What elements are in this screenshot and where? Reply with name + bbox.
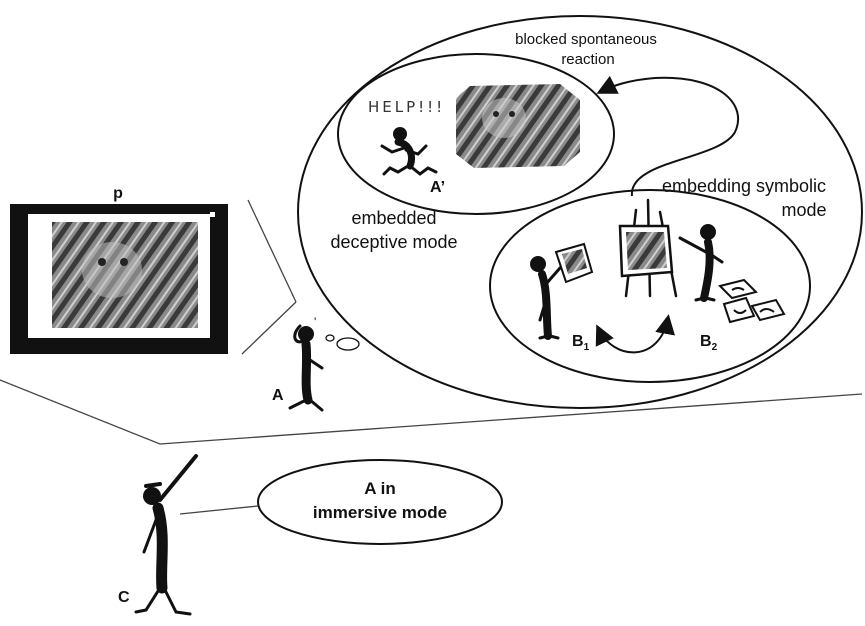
thought-mark: '	[314, 315, 316, 329]
thought-bubble-icon	[336, 337, 360, 351]
label-immersive-line1: A in	[364, 479, 395, 498]
label-blocked-line1: blocked spontaneous	[515, 31, 657, 48]
perspective-line-upper	[247, 199, 297, 303]
b1-b2-exchange-arrow	[595, 314, 675, 354]
framed-tiger-picture	[10, 204, 228, 354]
thought-bubble-icon	[325, 334, 335, 342]
label-a-prime: A’	[430, 179, 445, 196]
c-to-bubble-connector	[179, 505, 259, 515]
label-b2: B2	[700, 333, 718, 353]
blocked-reaction-arrow	[596, 75, 740, 197]
label-help: HELP!!!	[368, 98, 445, 116]
label-blocked-line2: reaction	[561, 51, 614, 68]
figure-a-thinking	[288, 324, 324, 412]
sketch-papers-icon	[718, 278, 786, 324]
label-b1: B1	[572, 333, 590, 353]
perspective-plane	[0, 379, 863, 445]
figure-b2-painter	[678, 224, 724, 302]
easel-painting-icon	[618, 198, 678, 298]
tiger-photo-small	[456, 84, 580, 168]
label-embedding-line2: mode	[781, 200, 826, 220]
label-c: C	[118, 589, 130, 606]
label-a: A	[272, 387, 284, 404]
figure-b1-holding-picture	[530, 242, 594, 340]
label-p: p	[113, 185, 123, 202]
perspective-line-lower	[241, 301, 297, 355]
running-figure-icon	[380, 127, 438, 176]
figure-c-pointing	[134, 454, 198, 616]
immersive-mode-bubble	[257, 459, 503, 545]
label-embedding-line1: embedding symbolic	[662, 176, 826, 196]
label-embedded-line1: embedded	[351, 208, 436, 228]
label-immersive-line2: immersive mode	[313, 503, 447, 522]
label-embedded-line2: deceptive mode	[330, 232, 457, 252]
